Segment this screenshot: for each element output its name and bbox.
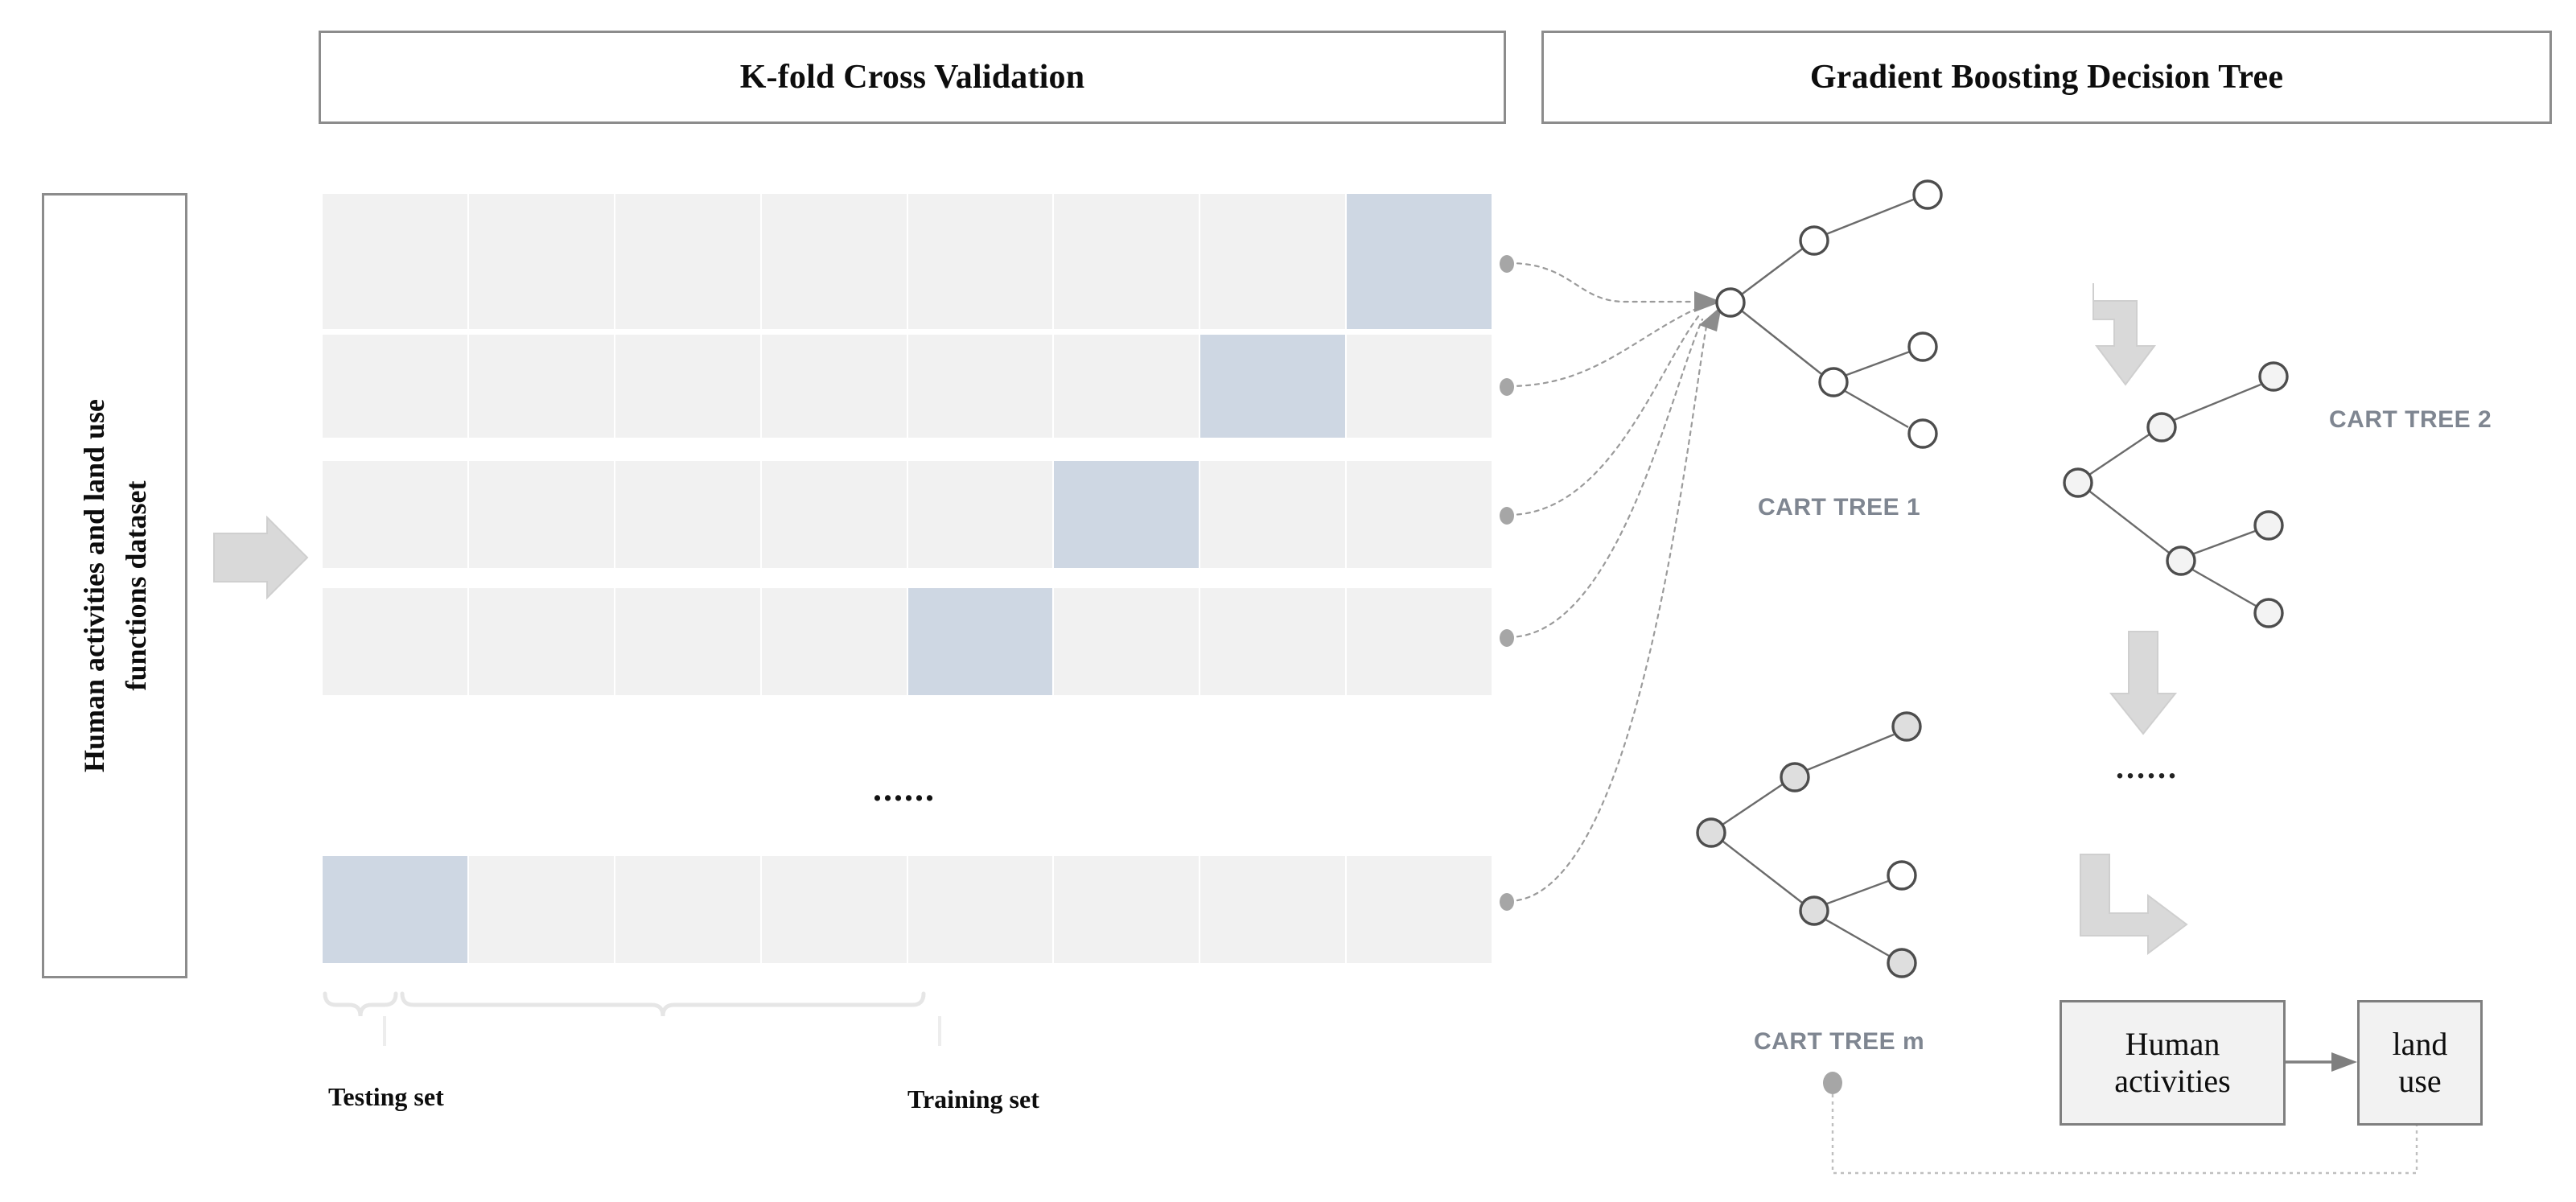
testing-set-label: Testing set xyxy=(328,1082,444,1111)
kfold-header-title: K-fold Cross Validation xyxy=(739,59,1085,96)
fold-cell[interactable] xyxy=(760,855,907,964)
fold-cell[interactable] xyxy=(322,460,468,569)
fold-row[interactable] xyxy=(322,855,1492,964)
fold-cell-testing[interactable] xyxy=(907,587,1054,696)
cart-tree-m xyxy=(1696,711,1922,978)
fold-cell[interactable] xyxy=(1346,334,1492,438)
fold-cell-testing[interactable] xyxy=(322,855,468,964)
fold-row[interactable] xyxy=(322,587,1492,696)
fold-cell[interactable] xyxy=(1346,855,1492,964)
fold-cell[interactable] xyxy=(467,587,615,696)
fold-cell[interactable] xyxy=(614,193,761,330)
fold-cell[interactable] xyxy=(322,334,468,438)
fold-cell[interactable] xyxy=(1053,193,1200,330)
fold-cell[interactable] xyxy=(1346,587,1492,696)
fold-cell[interactable] xyxy=(614,460,761,569)
fold-cell[interactable] xyxy=(614,334,761,438)
dataset-to-grid-arrow xyxy=(213,515,309,600)
fold-cell[interactable] xyxy=(322,587,468,696)
fold-row[interactable] xyxy=(322,334,1492,438)
fold-cell[interactable] xyxy=(1053,855,1200,964)
tree1-to-tree2-arrow xyxy=(2092,283,2156,386)
dataset-box: Human activities and land use functions … xyxy=(42,193,187,978)
fold-cell-testing[interactable] xyxy=(1346,193,1492,330)
brace-stems xyxy=(383,1016,941,1046)
fold-row-connector-dot xyxy=(1500,629,1514,647)
cart-tree-m-label: CART TREE m xyxy=(1754,1028,1925,1055)
fold-cell[interactable] xyxy=(760,334,907,438)
cart-tree-1-label: CART TREE 1 xyxy=(1758,494,1921,521)
gbdt-header-box: Gradient Boosting Decision Tree xyxy=(1541,31,2552,124)
fold-to-tree-connectors xyxy=(1507,261,1709,903)
fold-cell[interactable] xyxy=(467,855,615,964)
fold-cell[interactable] xyxy=(322,193,468,330)
fold-cell[interactable] xyxy=(760,193,907,330)
fold-cell[interactable] xyxy=(760,587,907,696)
fold-row[interactable] xyxy=(322,460,1492,569)
fold-cell[interactable] xyxy=(1200,460,1347,569)
fold-row-connector-dot xyxy=(1500,507,1514,525)
fold-cell-testing[interactable] xyxy=(1200,334,1347,438)
fold-cell[interactable] xyxy=(907,855,1054,964)
gbdt-trees-ellipsis: ...... xyxy=(2116,749,2179,785)
fold-row-connector-dot xyxy=(1500,893,1514,911)
fold-cell[interactable] xyxy=(614,855,761,964)
fold-cell[interactable] xyxy=(1053,334,1200,438)
fold-row-connector-dot xyxy=(1500,255,1514,273)
kfold-header-box: K-fold Cross Validation xyxy=(319,31,1506,124)
cart-tree-1 xyxy=(1715,179,1943,449)
gbdt-header-title: Gradient Boosting Decision Tree xyxy=(1809,59,2284,96)
land-use-box[interactable]: land use xyxy=(2357,1000,2483,1126)
land-use-line2: use xyxy=(2398,1063,2442,1099)
fold-row-connector-dot xyxy=(1500,378,1514,396)
human-activities-box[interactable]: Human activities xyxy=(2060,1000,2286,1126)
human-activities-line2: activities xyxy=(2114,1063,2231,1099)
fold-cell[interactable] xyxy=(467,193,615,330)
set-braces xyxy=(323,991,926,1017)
cart-tree-2 xyxy=(2063,361,2289,628)
fold-cell[interactable] xyxy=(467,460,615,569)
fold-cell[interactable] xyxy=(907,460,1054,569)
fold-cell[interactable] xyxy=(1200,855,1347,964)
fold-rows-ellipsis: ...... xyxy=(873,769,936,809)
fold-cell[interactable] xyxy=(907,334,1054,438)
tree2-to-treem-arrow xyxy=(2080,854,2188,955)
fold-row[interactable] xyxy=(322,193,1492,330)
tree2-down-arrow xyxy=(2109,631,2178,735)
human-activities-box-label: Human activities xyxy=(2114,1026,2230,1100)
fold-cell[interactable] xyxy=(907,193,1054,330)
human-activities-line1: Human xyxy=(2125,1026,2220,1062)
fold-cell[interactable] xyxy=(760,460,907,569)
training-set-label: Training set xyxy=(907,1085,1039,1113)
fold-cell[interactable] xyxy=(1053,587,1200,696)
humanactivities-to-landuse-arrow xyxy=(2281,1052,2357,1072)
fold-cell[interactable] xyxy=(1346,460,1492,569)
tree1-inbound-arrowheads xyxy=(1694,291,1722,331)
land-use-line1: land xyxy=(2392,1026,2448,1062)
cart-tree-2-label: CART TREE 2 xyxy=(2329,406,2492,433)
land-use-box-label: land use xyxy=(2393,1026,2448,1100)
fold-cell[interactable] xyxy=(1200,587,1347,696)
fold-cell[interactable] xyxy=(467,334,615,438)
fold-cell[interactable] xyxy=(614,587,761,696)
fold-cell-testing[interactable] xyxy=(1053,460,1200,569)
fold-cell[interactable] xyxy=(1200,193,1347,330)
